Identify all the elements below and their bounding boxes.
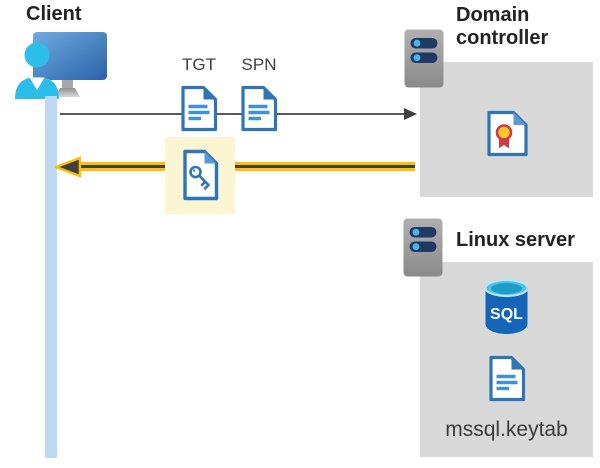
domain-controller-server-icon xyxy=(404,29,444,88)
domain-controller-label: Domain controller xyxy=(456,4,549,49)
sql-database-icon: SQL xyxy=(484,278,529,334)
sql-badge-text: SQL xyxy=(490,306,523,323)
linux-server-server-icon xyxy=(403,218,443,277)
keytab-file-icon xyxy=(489,355,526,402)
request-arrow-line xyxy=(60,113,406,115)
client-monitor-user-icon xyxy=(15,32,107,99)
certificate-icon xyxy=(487,110,528,157)
service-ticket-key-icon xyxy=(183,149,219,201)
response-arrowhead-icon xyxy=(55,156,81,178)
spn-ticket-icon xyxy=(241,85,278,132)
keytab-file-label: mssql.keytab xyxy=(445,418,568,441)
request-arrowhead-icon xyxy=(404,108,417,120)
client-timeline-bar xyxy=(45,96,57,458)
tgt-label: TGT xyxy=(182,55,216,74)
spn-label: SPN xyxy=(241,55,277,74)
client-label: Client xyxy=(26,3,82,25)
tgt-ticket-icon xyxy=(181,85,218,132)
linux-server-label: Linux server xyxy=(456,229,575,251)
response-arrow-line xyxy=(76,162,415,171)
